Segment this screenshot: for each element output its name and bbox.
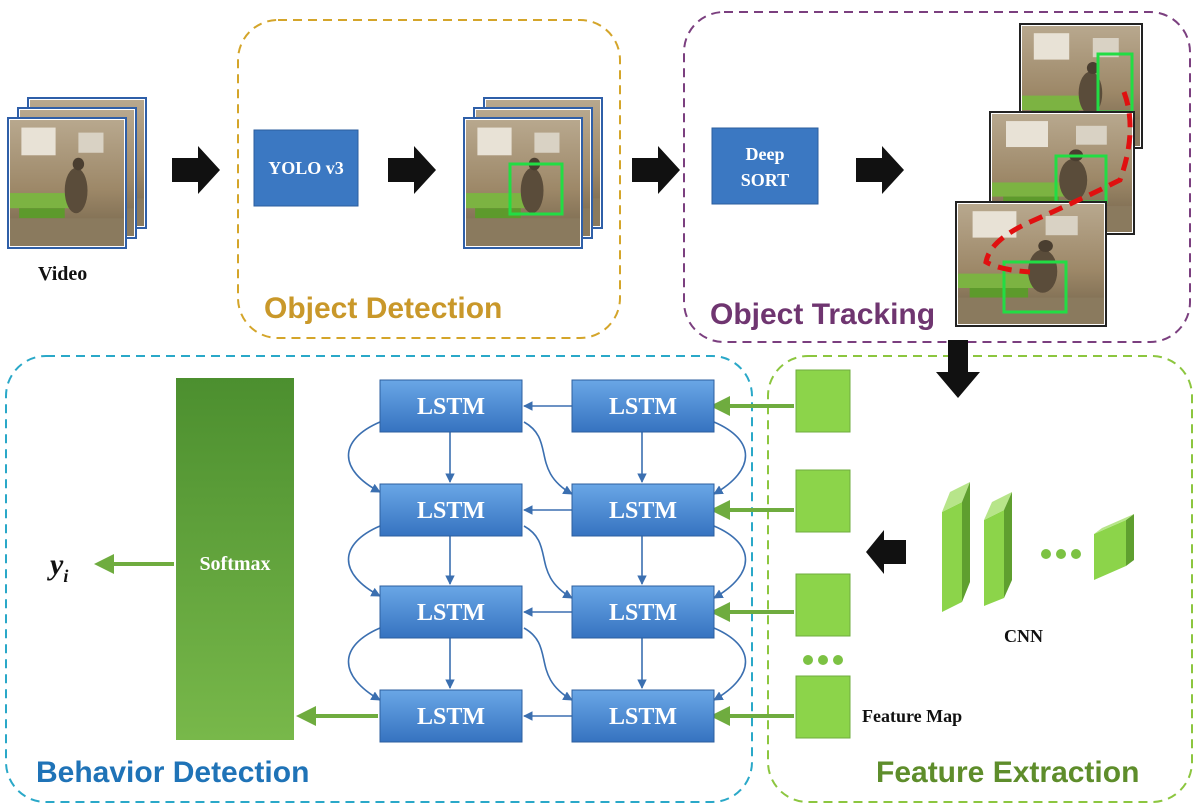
lstm-cell-label: LSTM bbox=[417, 498, 485, 524]
lstm-cell bbox=[571, 585, 715, 639]
lstm-cell-label: LSTM bbox=[609, 704, 677, 730]
tracked-frame-stack-icon bbox=[955, 23, 1143, 327]
lstm-cell bbox=[571, 379, 715, 433]
ellipsis-dot bbox=[1056, 549, 1066, 559]
feature-map-square bbox=[795, 469, 851, 533]
lstm-cell-label: LSTM bbox=[609, 600, 677, 626]
softmax-label: Softmax bbox=[199, 553, 270, 575]
object-tracking-title: Object Tracking bbox=[710, 298, 935, 331]
lstm-cell bbox=[379, 689, 523, 743]
behavior-detection-section bbox=[5, 355, 753, 803]
feature-map-label: Feature Map bbox=[862, 706, 962, 726]
feature-to-lstm-arrows bbox=[710, 396, 794, 726]
feature-map-square bbox=[795, 573, 851, 637]
output-label: yi bbox=[47, 548, 68, 586]
feature-extraction-section bbox=[767, 355, 1193, 803]
softmax-box bbox=[176, 378, 294, 740]
object-tracking-section bbox=[683, 11, 1191, 343]
deep-sort-label-line1: Deep bbox=[746, 144, 785, 164]
deep-sort-label-line2: SORT bbox=[741, 170, 789, 190]
feature-map-square bbox=[795, 675, 851, 739]
lstm-cell bbox=[379, 483, 523, 537]
output-subscript: i bbox=[63, 566, 68, 586]
lstm-cell-label: LSTM bbox=[417, 600, 485, 626]
object-detection-section bbox=[237, 19, 621, 339]
feature-map-stack bbox=[795, 369, 851, 739]
feature-map-square bbox=[795, 369, 851, 433]
video-frame-stack-icon bbox=[7, 97, 147, 249]
feature-extraction-title: Feature Extraction bbox=[876, 756, 1139, 789]
lstm-cell-label: LSTM bbox=[417, 704, 485, 730]
lstm-cell-label: LSTM bbox=[609, 498, 677, 524]
ellipsis-dot bbox=[833, 655, 843, 665]
object-detection-title: Object Detection bbox=[264, 292, 502, 325]
lstm-cell bbox=[571, 483, 715, 537]
lstm-grid: LSTM LSTM LSTM LSTM LSTM LSTM LSTM LSTM bbox=[379, 379, 715, 743]
ellipsis-dot bbox=[1041, 549, 1051, 559]
lstm-cell-label: LSTM bbox=[609, 394, 677, 420]
lstm-cell bbox=[571, 689, 715, 743]
lstm-cell-label: LSTM bbox=[417, 394, 485, 420]
arrow-down-icon bbox=[936, 340, 980, 398]
lstm-cell bbox=[379, 585, 523, 639]
lstm-connections bbox=[347, 401, 747, 721]
yolo-box bbox=[253, 129, 359, 207]
deep-sort-box bbox=[711, 127, 819, 205]
arrow-left-icon bbox=[866, 530, 906, 574]
behavior-detection-title: Behavior Detection bbox=[36, 756, 309, 789]
yolo-label: YOLO v3 bbox=[268, 158, 344, 178]
cnn-label: CNN bbox=[1004, 626, 1043, 646]
detected-frame-stack-icon bbox=[463, 97, 603, 249]
arrow-right-icon bbox=[856, 146, 904, 194]
arrow-right-icon bbox=[388, 146, 436, 194]
ellipsis-dot bbox=[803, 655, 813, 665]
arrow-right-icon bbox=[632, 146, 680, 194]
lstm-cell bbox=[379, 379, 523, 433]
ellipsis-dot bbox=[1071, 549, 1081, 559]
cnn-layer-icon bbox=[942, 482, 1134, 612]
output-variable: y bbox=[47, 548, 64, 581]
arrow-right-icon bbox=[172, 146, 220, 194]
video-label: Video bbox=[38, 263, 87, 285]
ellipsis-dot bbox=[818, 655, 828, 665]
